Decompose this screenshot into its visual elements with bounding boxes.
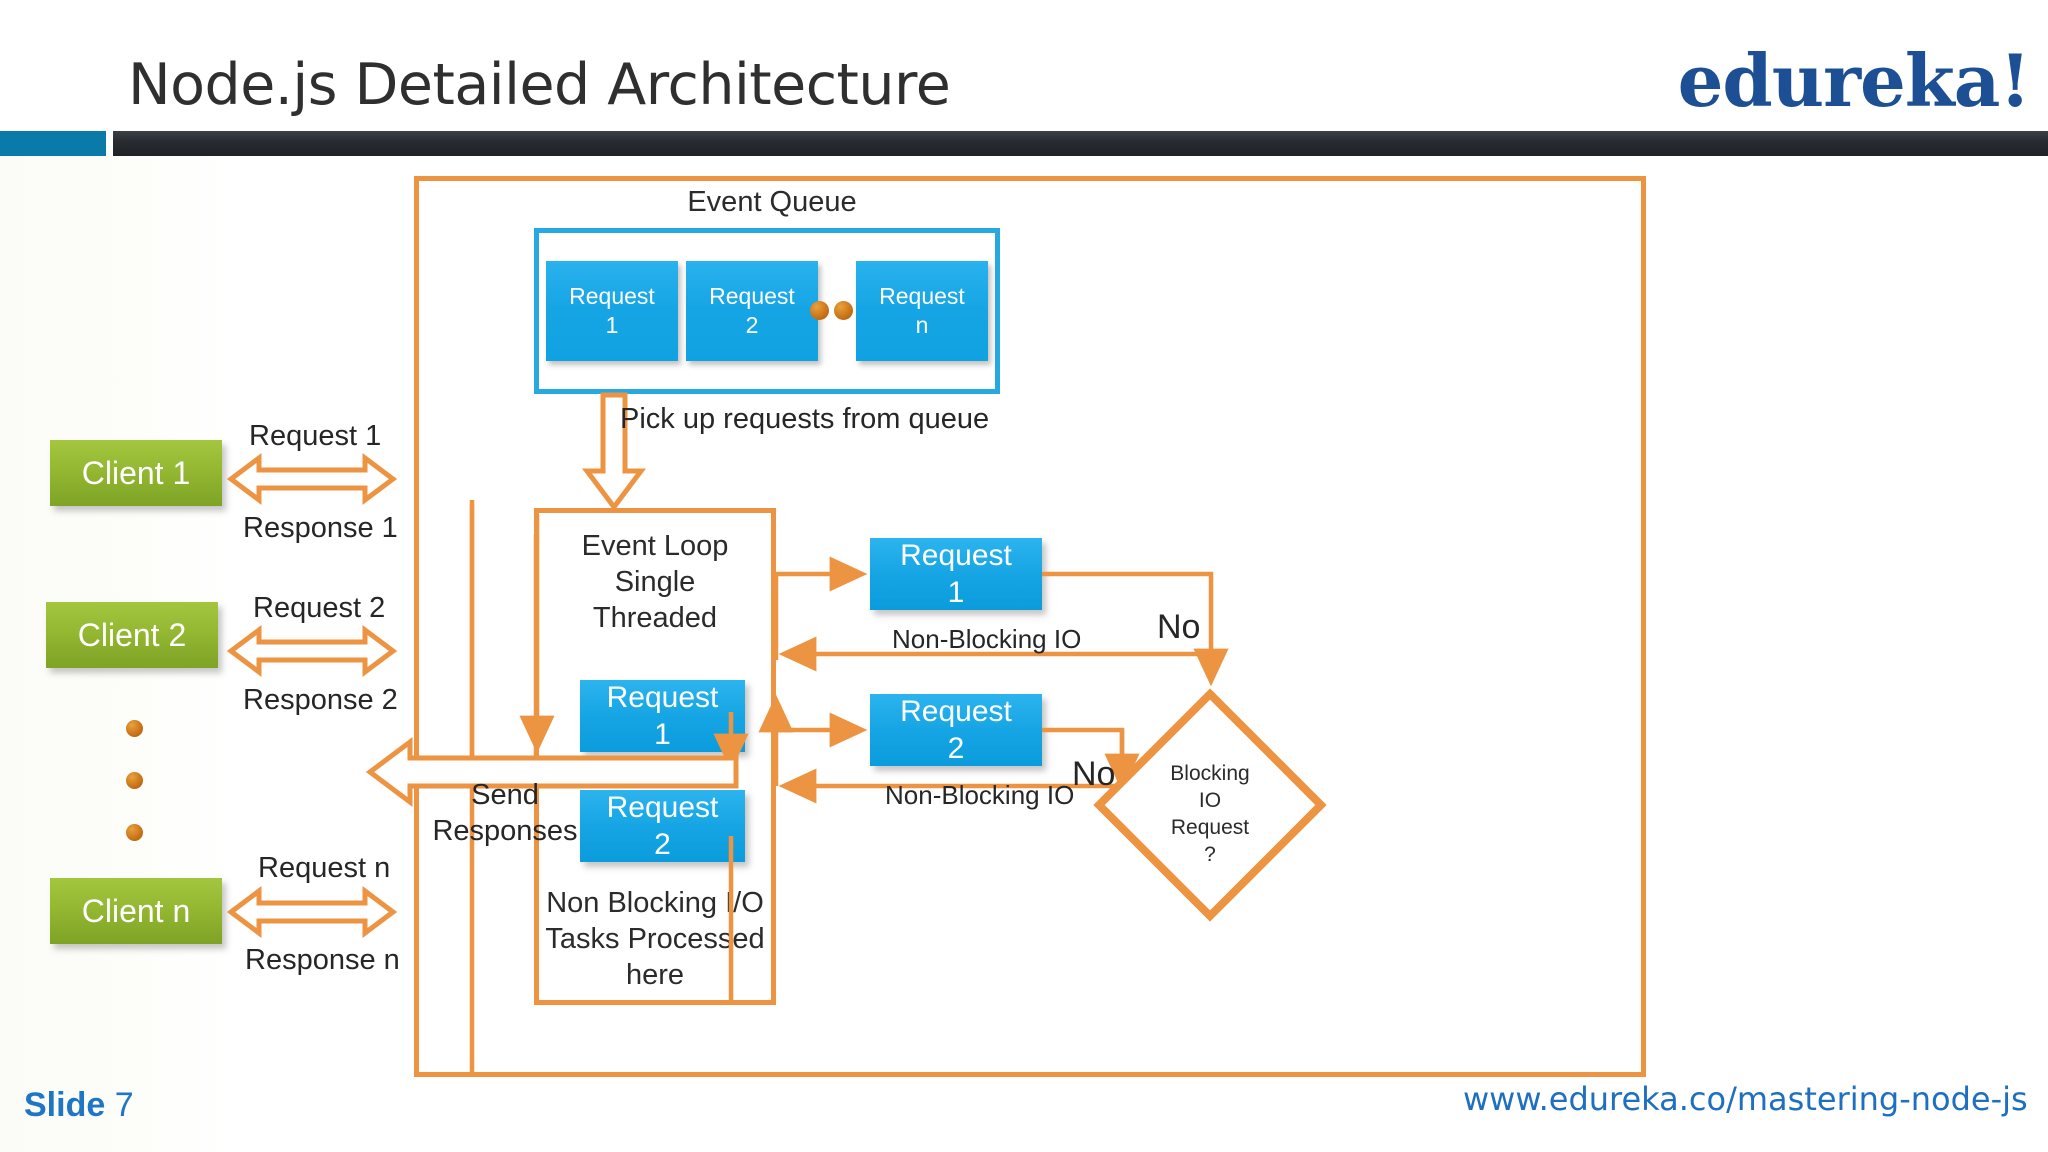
server-boundary-box xyxy=(414,176,1646,1077)
queue-request-box: Request 1 xyxy=(546,261,678,361)
header-divider-bar xyxy=(113,131,2048,156)
page-title: Node.js Detailed Architecture xyxy=(128,52,951,118)
queue-request-line2: 1 xyxy=(605,312,619,338)
client-request-label: Request n xyxy=(258,852,391,884)
no-branch-label: No xyxy=(1072,755,1116,793)
event-loop-title-line3: Threaded xyxy=(592,602,718,634)
send-responses-line2: Responses xyxy=(432,815,578,847)
event-loop-title-line1: Event Loop xyxy=(581,530,729,562)
worker-request-box: Request 1 xyxy=(870,538,1042,610)
request-line2: 1 xyxy=(947,576,965,609)
client-box: Client 1 xyxy=(50,440,222,506)
client-bidirectional-arrow-icon xyxy=(226,886,398,938)
event-loop-note-line1: Non Blocking I/O xyxy=(546,887,764,919)
client-box: Client n xyxy=(50,878,222,944)
client-bidirectional-arrow-icon xyxy=(226,625,398,677)
send-responses-label: Send Responses xyxy=(415,777,595,849)
blocking-io-decision-label: Blocking IO Request ? xyxy=(1140,760,1280,868)
queue-request-line2: n xyxy=(915,312,929,338)
request-line1: Request xyxy=(606,791,719,824)
pickup-requests-label: Pick up requests from queue xyxy=(620,403,990,435)
client-response-label: Response 1 xyxy=(243,512,398,544)
slide-word: Slide xyxy=(24,1086,106,1124)
request-line1: Request xyxy=(900,695,1012,728)
request-line2: 2 xyxy=(947,732,965,765)
client-ellipsis-dots xyxy=(126,720,146,850)
queue-request-line1: Request xyxy=(569,283,655,309)
send-responses-line1: Send xyxy=(471,779,539,811)
edureka-logo: edureka! xyxy=(1677,38,2031,123)
queue-request-box: Request n xyxy=(856,261,988,361)
client-response-label: Response 2 xyxy=(243,684,398,716)
request-line2: 1 xyxy=(654,718,671,751)
request-line1: Request xyxy=(900,539,1012,572)
decision-line4: ? xyxy=(1204,843,1216,866)
event-loop-note: Non Blocking I/O Tasks Processed here xyxy=(538,885,772,993)
decision-line1: Blocking xyxy=(1170,762,1250,785)
ellipsis-dot-icon xyxy=(810,301,829,320)
non-blocking-io-label: Non-Blocking IO xyxy=(892,624,1082,654)
ellipsis-dot-icon xyxy=(834,301,853,320)
event-loop-title: Event Loop Single Threaded xyxy=(540,528,770,636)
client-bidirectional-arrow-icon xyxy=(226,453,398,505)
ellipsis-dot-icon xyxy=(126,824,143,841)
queue-request-line1: Request xyxy=(709,283,795,309)
decision-line2: IO xyxy=(1198,789,1222,812)
non-blocking-io-label: Non-Blocking IO xyxy=(885,780,1075,810)
queue-request-line2: 2 xyxy=(745,312,759,338)
client-request-label: Request 2 xyxy=(253,592,386,624)
event-loop-note-line3: here xyxy=(625,959,685,991)
client-request-label: Request 1 xyxy=(249,420,382,452)
blocking-io-decision-diamond xyxy=(1093,688,1327,922)
event-queue-label: Event Queue xyxy=(687,186,857,218)
ellipsis-dot-icon xyxy=(126,772,143,789)
request-line1: Request xyxy=(606,681,719,714)
request-line2: 2 xyxy=(654,828,671,861)
event-loop-title-line2: Single xyxy=(614,566,696,598)
event-loop-request-box: Request 2 xyxy=(580,790,745,862)
queue-request-box: Request 2 xyxy=(686,261,818,361)
worker-request-box: Request 2 xyxy=(870,694,1042,766)
client-response-label: Response n xyxy=(245,944,400,976)
pickup-requests-arrow-icon xyxy=(582,392,646,512)
queue-request-line1: Request xyxy=(879,283,965,309)
ellipsis-dot-icon xyxy=(126,720,143,737)
queue-ellipsis-dots xyxy=(810,301,854,321)
client-box: Client 2 xyxy=(46,602,218,668)
slide-number: Slide 7 xyxy=(24,1086,134,1125)
decision-line3: Request xyxy=(1170,816,1250,839)
no-branch-label: No xyxy=(1157,608,1201,646)
slide-count: 7 xyxy=(114,1086,134,1124)
header-accent-tab xyxy=(0,131,106,156)
event-loop-note-line2: Tasks Processed xyxy=(545,923,765,955)
footer-url[interactable]: www.edureka.co/mastering-node-js xyxy=(1463,1080,2028,1118)
send-responses-arrow-icon xyxy=(365,737,739,807)
